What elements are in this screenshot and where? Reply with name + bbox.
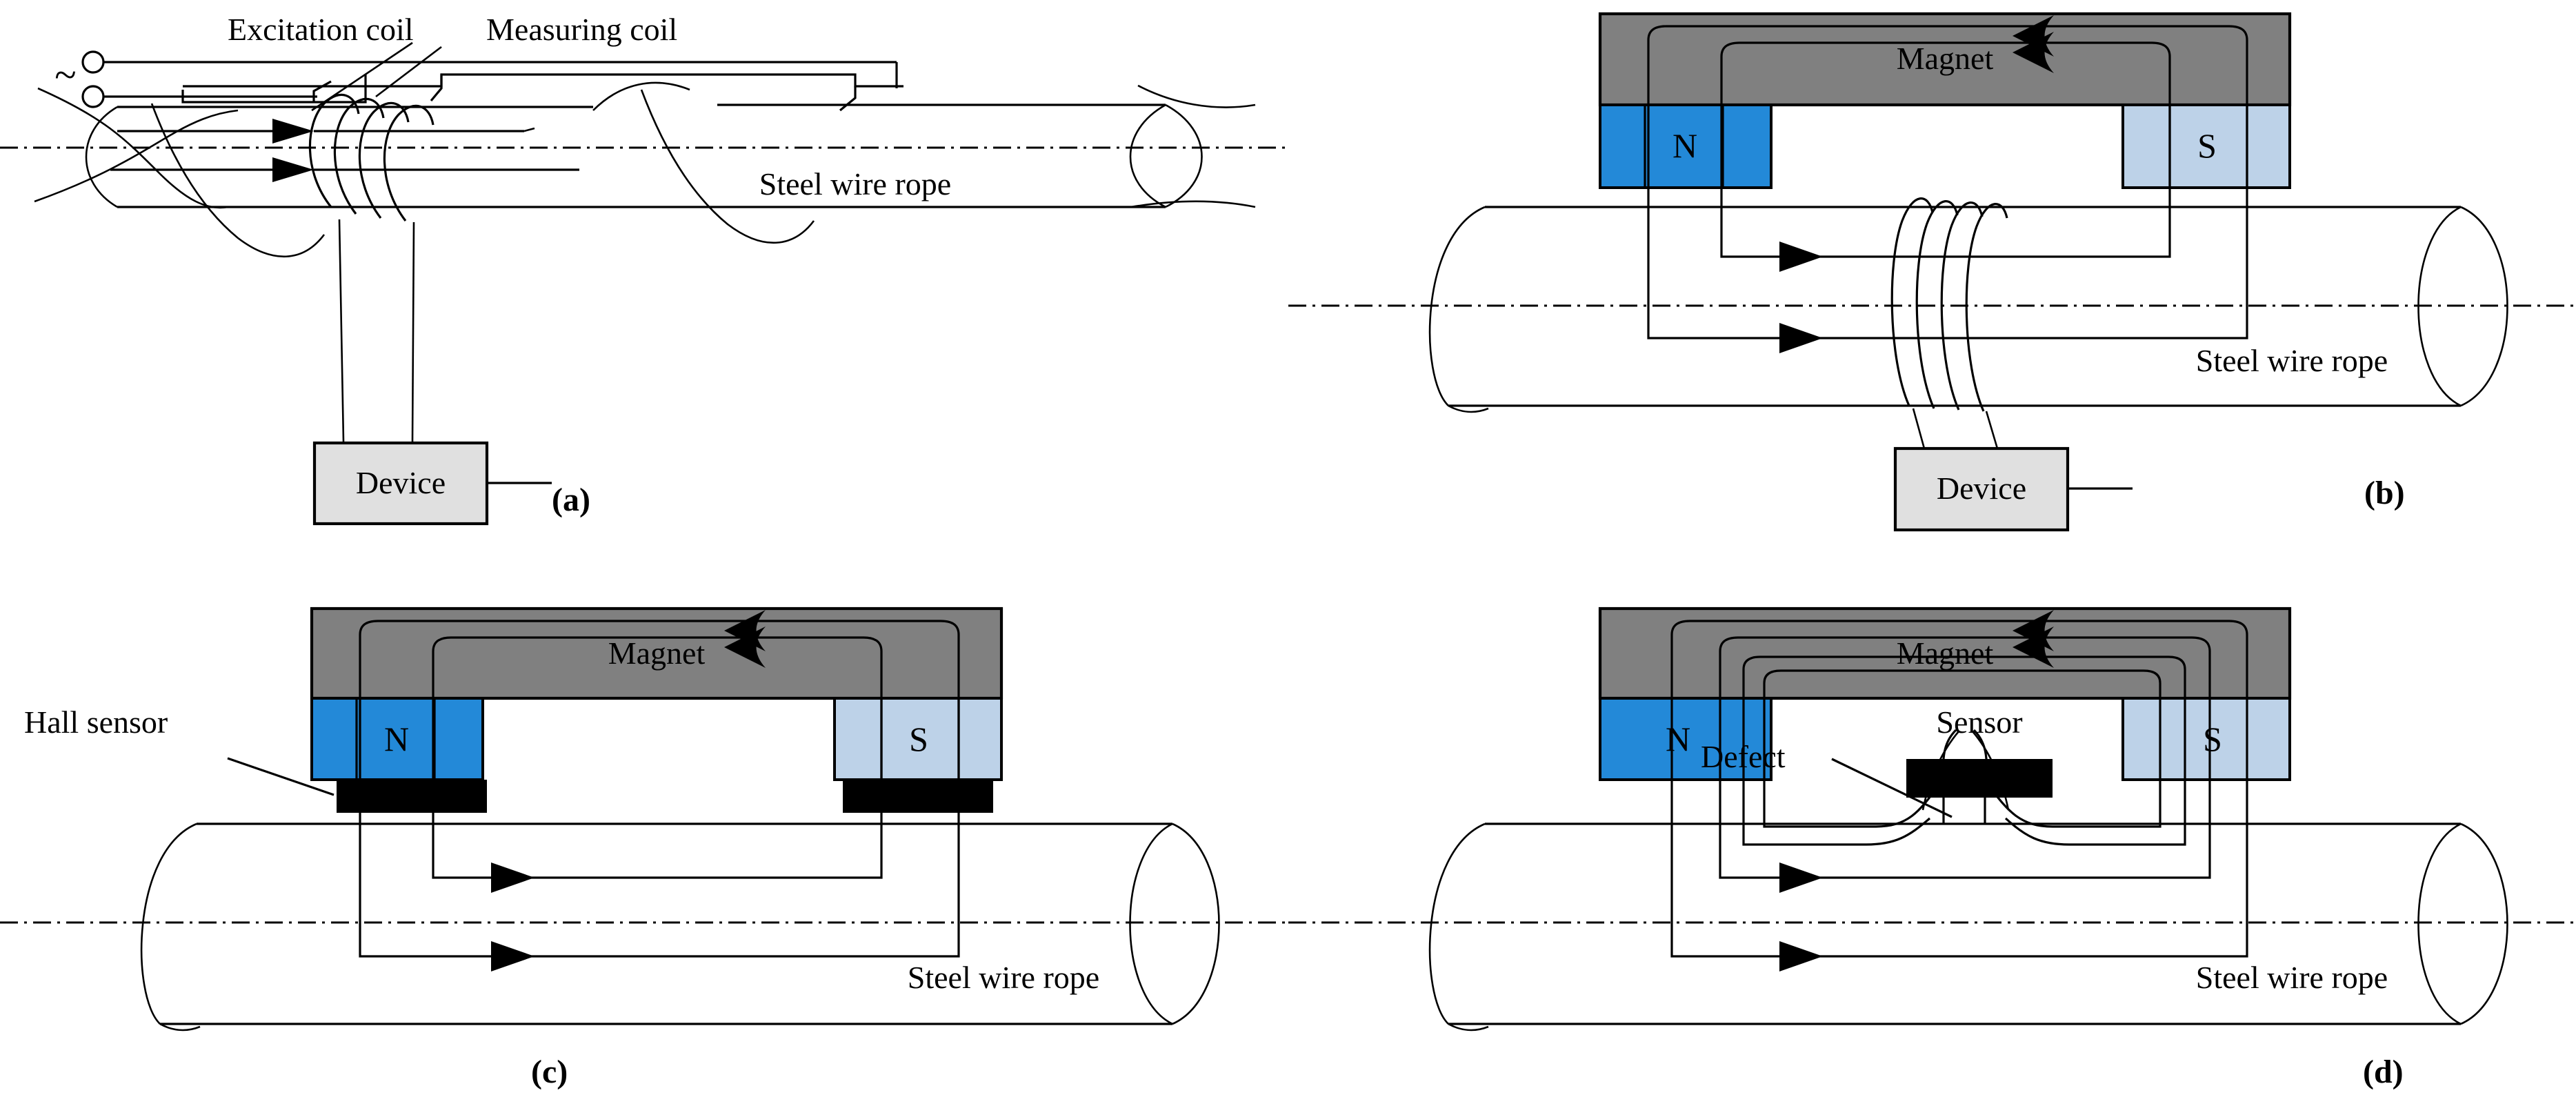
measuring-coil-a	[308, 93, 435, 221]
flux-loop-3-d	[1742, 655, 2186, 846]
excitation-coil-label: Excitation coil	[228, 12, 414, 47]
magnet-label-c: Magnet	[608, 635, 706, 671]
ac-source-a	[81, 50, 898, 108]
steel-wire-rope-label-c: Steel wire rope	[908, 960, 1099, 995]
magnet-label-b: Magnet	[1897, 41, 1994, 76]
magnet-label-d: Magnet	[1897, 635, 1994, 671]
panel-caption-a: (a)	[552, 482, 590, 518]
north-pole-label-c: N	[384, 720, 409, 758]
south-pole-d	[2121, 697, 2291, 781]
panel-caption-d: (d)	[2363, 1054, 2404, 1090]
device-label-b: Device	[1937, 471, 2026, 506]
north-pole-b	[1599, 103, 1773, 189]
hall-sensor-label-c: Hall sensor	[24, 704, 168, 740]
panel-a: ~ Devic	[0, 0, 1288, 547]
measuring-coil-label: Measuring coil	[486, 12, 677, 47]
hall-sensor-left-c	[337, 780, 487, 813]
defect-label-d: Defect	[1701, 739, 1786, 774]
magnet-yoke-c	[310, 606, 1004, 700]
coil-leads-b	[1912, 408, 1999, 449]
excitation-coil-a	[181, 73, 903, 103]
south-pole-label-b: S	[2197, 126, 2217, 165]
hall-sensor-right-c	[843, 780, 993, 813]
sensor-label-d: Sensor	[1936, 704, 2022, 740]
coil-former-a	[312, 75, 857, 112]
measuring-coil-b	[1890, 197, 2008, 412]
panel-c: Magnet N S Hall	[0, 548, 1288, 1095]
south-pole-label-c: S	[909, 720, 928, 758]
device-label-a: Device	[356, 465, 446, 500]
steel-wire-rope-label-d: Steel wire rope	[2196, 960, 2388, 995]
measuring-coil-leads-a	[338, 219, 415, 442]
leader-lines-a	[311, 41, 442, 112]
steel-wire-rope-a	[85, 103, 1203, 208]
flux-arrow-lower-a	[110, 157, 579, 182]
flux-loop-inner-c	[432, 627, 883, 893]
magnet-yoke-d	[1598, 606, 2292, 700]
hall-sensor-leader-c	[227, 757, 335, 796]
flux-arrow-upper-a	[117, 119, 535, 144]
panel-caption-b: (b)	[2364, 475, 2405, 511]
south-pole-b	[2121, 103, 2291, 189]
steel-wire-rope-d	[1428, 822, 2508, 1032]
steel-wire-rope-b	[1428, 206, 2508, 413]
steel-wire-rope-label-a: Steel wire rope	[759, 166, 951, 201]
north-pole-label-d: N	[1666, 720, 1690, 758]
panel-d: Magnet N S	[1288, 548, 2576, 1095]
magnet-yoke-b	[1598, 12, 2292, 107]
device-box-a[interactable]	[312, 441, 552, 526]
panel-caption-c: (c)	[531, 1054, 568, 1090]
defect-leader-d	[1831, 758, 1953, 818]
device-box-b[interactable]	[1893, 446, 2133, 532]
south-pole-label-d: S	[2203, 720, 2222, 758]
panel-b: Magnet N S	[1288, 0, 2576, 547]
north-pole-label-b: N	[1673, 126, 1697, 165]
steel-wire-rope-c	[140, 822, 1220, 1032]
steel-wire-rope-label-b: Steel wire rope	[2196, 343, 2388, 378]
sensor-block-d	[1906, 759, 2053, 798]
ac-symbol-label: ~	[54, 52, 76, 97]
